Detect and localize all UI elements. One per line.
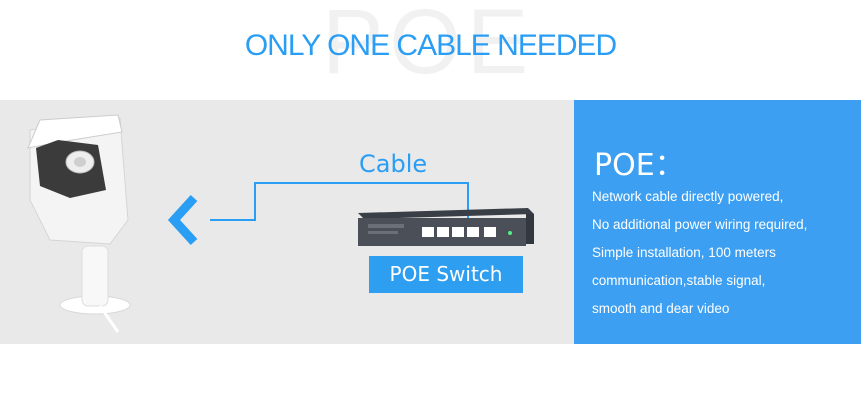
panel-line: No additional power wiring required, (592, 217, 808, 232)
poe-watermark: POE (322, 0, 535, 93)
cable-line (210, 182, 469, 222)
cable-label: Cable (359, 150, 428, 178)
panel-title: POE： (594, 148, 685, 183)
panel-description: Network cable directly powered, No addit… (592, 183, 807, 323)
camera-illustration (27, 114, 131, 333)
panel-line: Simple installation, 100 meters (592, 245, 776, 260)
poe-switch-label: POE Switch (369, 256, 523, 293)
panel-line: Network cable directly powered, (592, 189, 784, 204)
arrow-left-icon (167, 194, 198, 246)
panel-line: communication,stable signal, (592, 273, 766, 288)
page-headline: ONLY ONE CABLE NEEDED (244, 29, 617, 62)
poe-info-panel: POE： Network cable directly powered, No … (574, 100, 861, 344)
poe-switch-device (358, 208, 534, 246)
panel-line: smooth and dear video (592, 301, 730, 316)
